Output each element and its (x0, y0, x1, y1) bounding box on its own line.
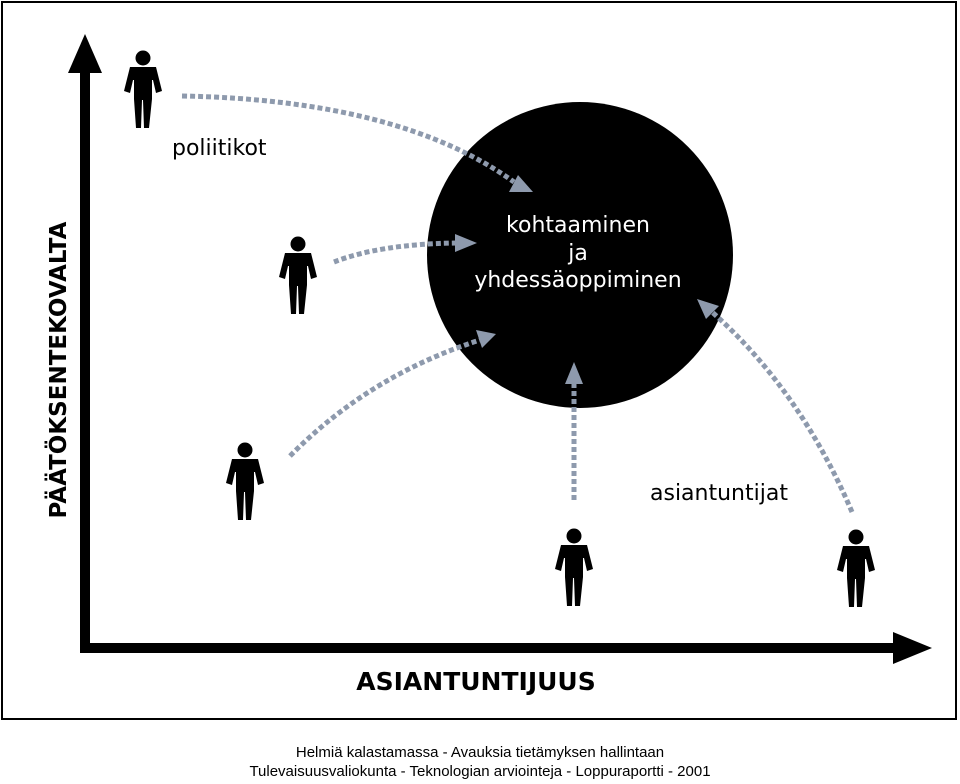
arrow-politician-2 (333, 240, 458, 265)
arrow-expert-2 (710, 310, 855, 513)
y-axis-arrowhead (68, 34, 102, 73)
diagram-canvas: PÄÄTÖKSENTEKOVALTA ASIANTUNTIJUUS kohtaa… (44, 34, 932, 696)
person-politician-3-icon (226, 442, 264, 520)
arrowhead-politician-2 (455, 234, 477, 252)
figure-frame (1, 1, 957, 720)
arrow-politician-1 (181, 93, 516, 185)
caption-line2: Tulevaisuusvaliokunta - Teknologian arvi… (249, 763, 711, 780)
experts-label: asiantuntijat (650, 481, 788, 506)
arrowhead-politician-3 (476, 330, 496, 348)
y-axis-label: PÄÄTÖKSENTEKOVALTA (44, 221, 72, 518)
caption-line1: Helmiä kalastamassa - Avauksia tietämyks… (295, 744, 665, 761)
person-politician-1-icon (124, 50, 162, 128)
meeting-circle (427, 102, 733, 408)
center-label-line2: ja (567, 241, 588, 266)
center-label-line3: yhdessäoppiminen (474, 268, 681, 293)
x-axis-label: ASIANTUNTIJUUS (356, 667, 595, 696)
person-expert-1-icon (555, 528, 593, 606)
arrowhead-expert-2 (697, 299, 719, 319)
politicians-label: poliitikot (172, 136, 267, 161)
arrowhead-expert-1 (565, 362, 583, 384)
arrowhead-politician-1 (509, 175, 533, 192)
person-expert-2-icon (837, 529, 875, 607)
arrow-politician-3 (288, 337, 481, 458)
person-politician-2-icon (279, 236, 317, 314)
x-axis-arrowhead (893, 632, 932, 664)
center-label-line1: kohtaaminen (506, 213, 650, 238)
